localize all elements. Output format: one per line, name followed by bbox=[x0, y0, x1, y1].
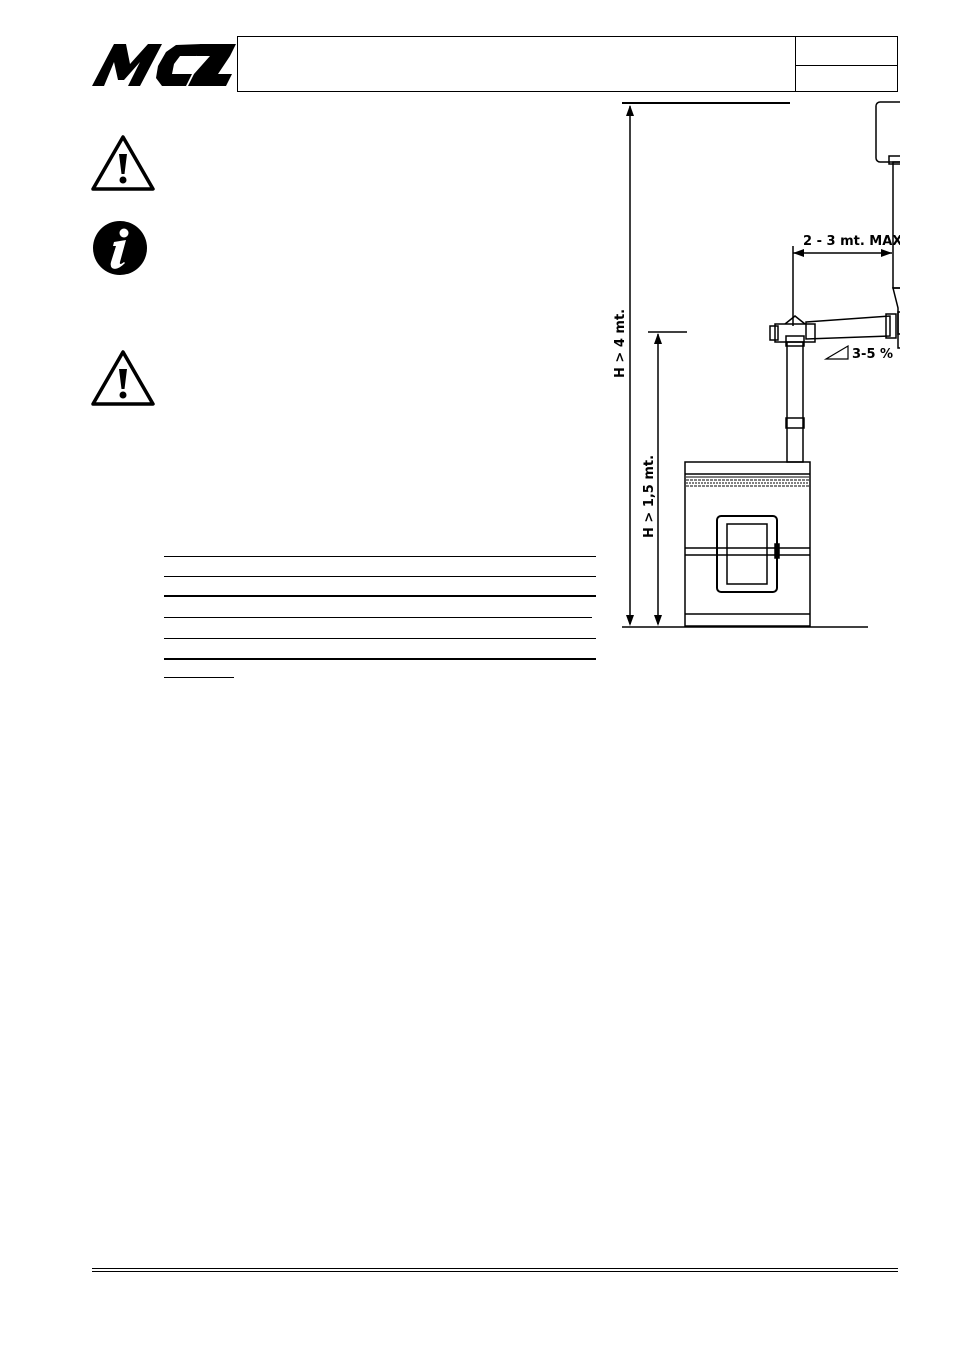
height-stove-label: H > 1,5 mt. bbox=[642, 455, 657, 538]
table-rule bbox=[164, 677, 234, 678]
slope-label: 3-5 % bbox=[852, 347, 893, 362]
mcz-logo bbox=[92, 38, 238, 90]
height-total-label: H > 4 mt. bbox=[613, 309, 628, 378]
table-rule bbox=[164, 576, 596, 577]
table-rule bbox=[164, 556, 596, 557]
table-rule bbox=[164, 658, 596, 660]
table-rule bbox=[164, 595, 596, 597]
header-code-box bbox=[795, 36, 898, 92]
header-title-box bbox=[237, 36, 796, 92]
table-rule bbox=[164, 638, 596, 639]
warning-icon bbox=[90, 349, 156, 412]
footer-rule bbox=[92, 1268, 898, 1269]
header-divider bbox=[795, 65, 898, 66]
horizontal-run-label: 2 - 3 mt. MAX bbox=[803, 234, 900, 249]
warning-icon bbox=[90, 134, 156, 197]
info-icon bbox=[92, 220, 158, 281]
flue-installation-diagram: H > 4 mt. H > 1,5 mt. 2 - 3 mt. MAX 3-5 … bbox=[600, 96, 941, 641]
footer-rule bbox=[92, 1271, 898, 1272]
table-rule bbox=[164, 617, 592, 618]
